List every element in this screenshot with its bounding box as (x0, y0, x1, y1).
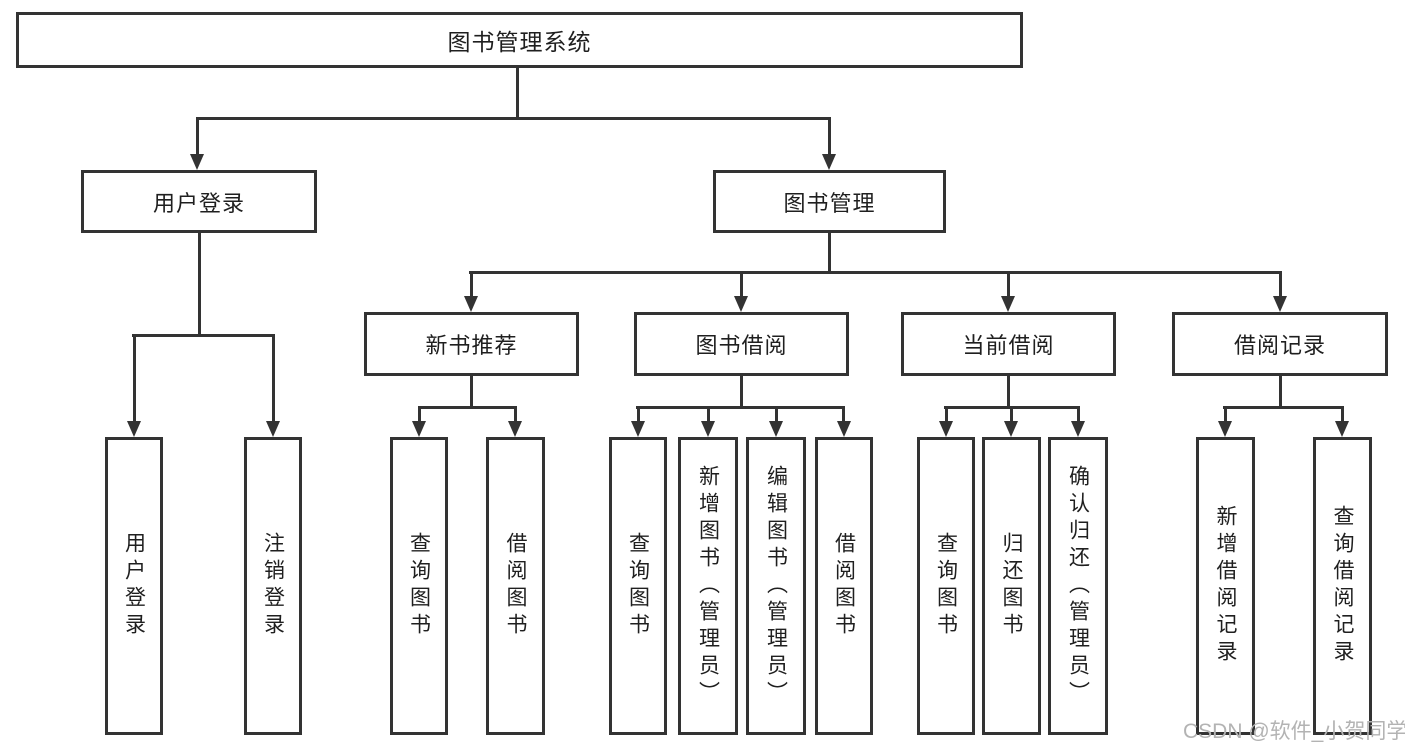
arrowhead (1071, 421, 1085, 437)
leaf-borrow-books-borrowing: 借阅图书 (815, 437, 873, 735)
leaf-return-books: 归还图书 (982, 437, 1041, 735)
node-borrowing-records: 借阅记录 (1172, 312, 1388, 376)
arrowhead (1001, 296, 1015, 312)
connector-line (133, 334, 136, 424)
node-book-borrowing: 图书借阅 (634, 312, 849, 376)
leaf-query-books-borrowing: 查询图书 (609, 437, 667, 735)
leaf-user-login: 用户登录 (105, 437, 163, 735)
connector-line (272, 334, 275, 424)
connector-line (196, 117, 199, 157)
connector-line (516, 66, 519, 120)
arrowhead (822, 154, 836, 170)
leaf-confirm-return-admin: 确认归还（管理员） (1048, 437, 1108, 735)
arrowhead (266, 421, 280, 437)
node-library-management-system: 图书管理系统 (16, 12, 1023, 68)
node-new-book-recommendation: 新书推荐 (364, 312, 579, 376)
connector-line (418, 406, 517, 409)
leaf-add-book-admin: 新增图书（管理员） (678, 437, 738, 735)
connector-line (945, 406, 948, 424)
leaf-query-borrow-record: 查询借阅记录 (1313, 437, 1372, 735)
connector-line (1341, 406, 1344, 424)
connector-line (707, 406, 710, 424)
connector-line (418, 406, 421, 424)
arrowhead (464, 296, 478, 312)
connector-line (1279, 375, 1282, 409)
arrowhead (939, 421, 953, 437)
arrowhead (190, 154, 204, 170)
connector-line (1010, 406, 1013, 424)
connector-line (775, 406, 778, 424)
connector-line (196, 117, 831, 120)
leaf-borrow-books-recommend: 借阅图书 (486, 437, 545, 735)
connector-line (514, 406, 517, 424)
node-user-login: 用户登录 (81, 170, 317, 233)
connector-line (1224, 406, 1227, 424)
leaf-logout: 注销登录 (244, 437, 302, 735)
connector-line (470, 271, 473, 299)
node-book-management: 图书管理 (713, 170, 946, 233)
arrowhead (734, 296, 748, 312)
arrowhead (631, 421, 645, 437)
connector-line (740, 271, 743, 299)
connector-line (637, 406, 640, 424)
connector-line (1223, 406, 1344, 409)
arrowhead (1273, 296, 1287, 312)
node-current-borrowing: 当前借阅 (901, 312, 1116, 376)
connector-line (132, 334, 275, 337)
connector-line (636, 406, 845, 409)
arrowhead (837, 421, 851, 437)
connector-line (470, 375, 473, 409)
arrowhead (127, 421, 141, 437)
connector-line (828, 231, 831, 274)
arrowhead (508, 421, 522, 437)
arrowhead (1004, 421, 1018, 437)
connector-line (828, 117, 831, 157)
arrowhead (1218, 421, 1232, 437)
leaf-edit-book-admin: 编辑图书（管理员） (746, 437, 806, 735)
connector-line (198, 231, 201, 336)
connector-line (740, 375, 743, 409)
connector-line (1007, 271, 1010, 299)
leaf-query-books-current: 查询图书 (917, 437, 975, 735)
leaf-add-borrow-record: 新增借阅记录 (1196, 437, 1255, 735)
arrowhead (412, 421, 426, 437)
connector-line (1077, 406, 1080, 424)
arrowhead (769, 421, 783, 437)
watermark: CSDN @软件_小贺同学 (1183, 720, 1405, 743)
connector-line (1007, 375, 1010, 409)
connector-line (842, 406, 845, 424)
connector-line (469, 271, 1282, 274)
connector-line (1279, 271, 1282, 299)
arrowhead (1335, 421, 1349, 437)
leaf-query-books-recommend: 查询图书 (390, 437, 448, 735)
arrowhead (701, 421, 715, 437)
